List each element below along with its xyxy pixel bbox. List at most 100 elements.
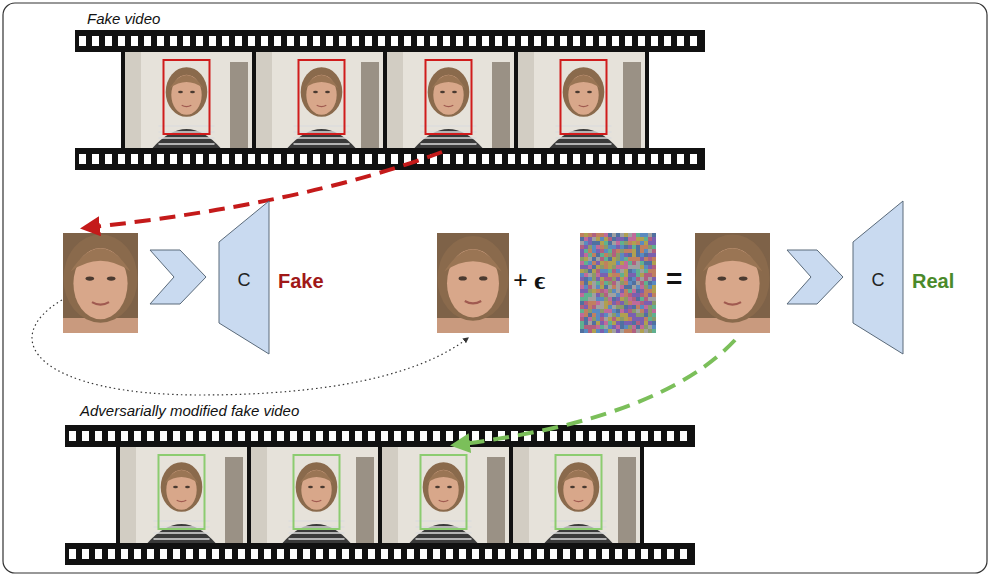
film-strip xyxy=(391,36,398,46)
film-strip xyxy=(511,549,518,559)
video-frame xyxy=(296,462,338,512)
noise-pattern xyxy=(608,269,612,273)
film-strip xyxy=(82,549,89,559)
noise-pattern xyxy=(616,241,620,245)
video-frame xyxy=(154,520,210,522)
film-strip xyxy=(238,431,245,441)
film-strip xyxy=(495,154,502,164)
film-strip xyxy=(316,549,323,559)
noise-pattern xyxy=(596,265,600,269)
video-frame xyxy=(423,462,465,512)
film-strip xyxy=(576,431,583,441)
noise-pattern xyxy=(580,281,584,285)
noise-pattern xyxy=(592,293,596,297)
film-strip xyxy=(160,549,167,559)
film-strip xyxy=(274,154,281,164)
noise-pattern xyxy=(644,237,648,241)
noise-pattern xyxy=(612,297,616,301)
film-strip xyxy=(378,154,385,164)
film-strip xyxy=(264,431,271,441)
noise-pattern xyxy=(608,293,612,297)
film-strip xyxy=(339,36,346,46)
noise-pattern xyxy=(632,289,636,293)
noise-pattern xyxy=(652,285,656,289)
video-frame xyxy=(182,105,192,106)
noise-pattern xyxy=(624,309,628,313)
noise-pattern xyxy=(596,253,600,257)
noise-pattern xyxy=(624,313,628,317)
film-strip xyxy=(157,154,164,164)
noise-pattern xyxy=(596,325,600,329)
noise-pattern xyxy=(584,241,588,245)
video-frame xyxy=(518,52,534,148)
video-frame xyxy=(562,470,596,483)
noise-pattern xyxy=(608,329,612,333)
film-strip xyxy=(303,549,310,559)
output-label: Fake xyxy=(278,270,324,293)
noise-pattern xyxy=(620,305,624,309)
film-strip xyxy=(131,154,138,164)
noise-pattern xyxy=(628,245,632,249)
noise-pattern xyxy=(632,261,636,265)
film-strip xyxy=(602,431,609,441)
film-strip xyxy=(469,36,476,46)
video-frame xyxy=(294,143,350,145)
noise-pattern xyxy=(588,277,592,281)
noise-pattern xyxy=(608,261,612,265)
noise-pattern xyxy=(652,301,656,305)
noise-pattern xyxy=(624,249,628,253)
strip-title: Fake video xyxy=(87,10,160,27)
noise-pattern xyxy=(608,265,612,269)
film-strip xyxy=(290,549,297,559)
noise-pattern xyxy=(652,233,656,237)
noise-pattern xyxy=(580,273,584,277)
film-strip xyxy=(537,549,544,559)
noise-pattern xyxy=(608,313,612,317)
noise-pattern xyxy=(628,313,632,317)
noise-pattern xyxy=(652,261,656,265)
noise-pattern xyxy=(580,257,584,261)
noise-pattern xyxy=(592,317,596,321)
film-strip xyxy=(251,549,258,559)
noise-pattern xyxy=(636,289,640,293)
video-frame xyxy=(428,67,470,117)
noise-pattern xyxy=(604,257,608,261)
face-crop xyxy=(695,233,770,333)
noise-pattern xyxy=(632,265,636,269)
video-frame xyxy=(513,447,640,543)
video-frame xyxy=(154,526,210,528)
noise-pattern xyxy=(640,309,644,313)
film-strip xyxy=(160,431,167,441)
noise-pattern xyxy=(648,305,652,309)
noise-pattern xyxy=(600,297,604,301)
noise-pattern xyxy=(580,297,584,301)
noise-pattern xyxy=(580,325,584,329)
film-strip xyxy=(547,36,554,46)
noise-pattern xyxy=(632,241,636,245)
noise-pattern xyxy=(648,273,652,277)
film-strip xyxy=(430,36,437,46)
noise-pattern xyxy=(624,317,628,321)
film-strip xyxy=(537,431,544,441)
noise-pattern xyxy=(612,325,616,329)
noise-pattern xyxy=(588,305,592,309)
noise-pattern xyxy=(624,297,628,301)
noise-pattern xyxy=(580,233,584,237)
classifier-trapezoid xyxy=(853,201,903,354)
noise-pattern xyxy=(596,257,600,261)
noise-pattern xyxy=(624,293,628,297)
film-strip xyxy=(196,36,203,46)
film-strip xyxy=(365,36,372,46)
noise-pattern xyxy=(592,313,596,317)
noise-pattern xyxy=(612,301,616,305)
video-frame xyxy=(308,486,313,488)
noise-pattern xyxy=(628,321,632,325)
noise-pattern xyxy=(640,253,644,257)
noise-pattern xyxy=(648,285,652,289)
video-frame xyxy=(256,52,383,148)
noise-pattern xyxy=(612,249,616,253)
film-strip xyxy=(443,154,450,164)
noise-pattern xyxy=(600,261,604,265)
noise-pattern xyxy=(616,269,620,273)
noise-pattern xyxy=(608,301,612,305)
